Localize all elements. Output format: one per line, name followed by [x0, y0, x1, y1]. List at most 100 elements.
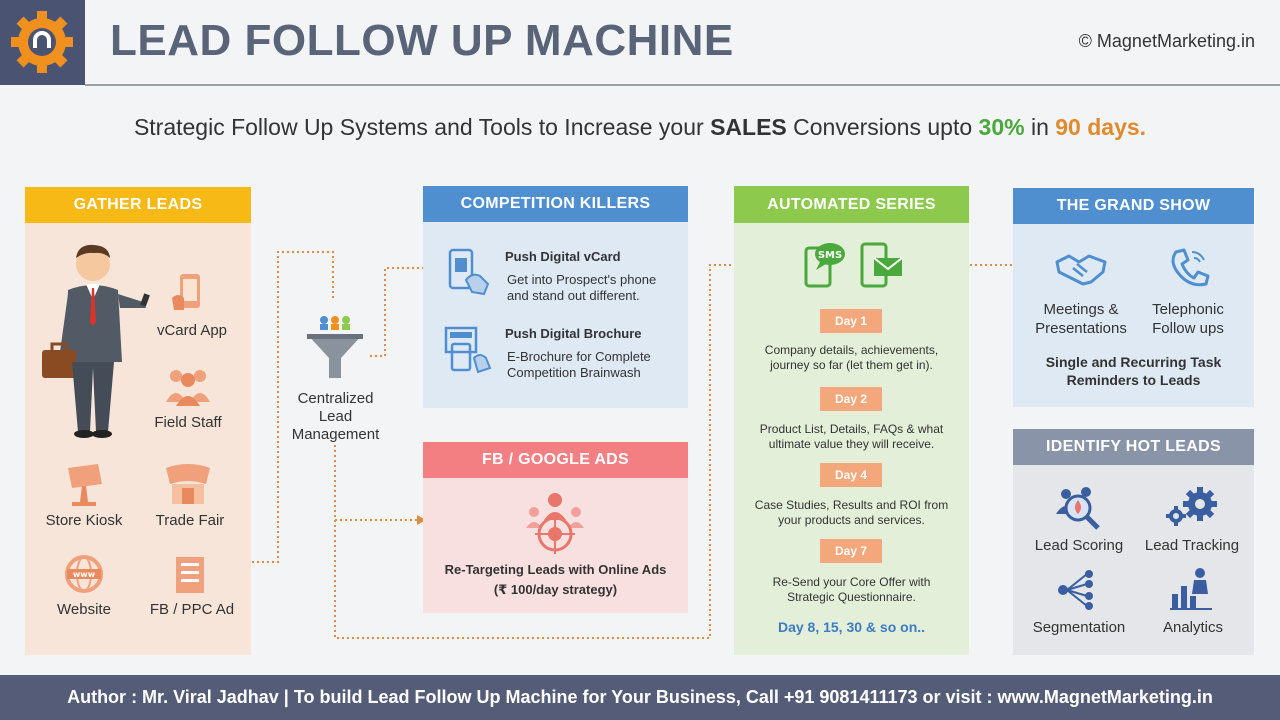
day-badge-2: Day 2: [820, 387, 882, 411]
grand-note-line1: Single and Recurring Task: [1045, 354, 1222, 370]
connector-funnel-ads: [334, 445, 418, 521]
day-7-desc: Re-Send your Core Offer with Strategic Q…: [734, 575, 969, 605]
grand-item1-line2: Presentations: [1035, 320, 1127, 337]
svg-text:www: www: [73, 570, 96, 579]
centralized-line3: Management: [291, 426, 380, 443]
grand-item2-line2: Follow ups: [1152, 320, 1224, 337]
day-1-line2: journey so far (let them get in).: [770, 358, 933, 372]
competition-item1-line1: Get into Prospect's phone: [507, 272, 657, 287]
ads-description: Re-Targeting Leads with Online Ads (₹ 10…: [423, 560, 688, 600]
website-icon: www: [65, 555, 103, 593]
grand-note-line2: Reminders to Leads: [1066, 372, 1201, 388]
grand-item-telephonic: Telephonic Follow ups: [1128, 300, 1248, 338]
subtitle-percent: 30%: [978, 114, 1025, 140]
day-4-line1: Case Studies, Results and ROI from: [754, 498, 949, 512]
footer: Author : Mr. Viral Jadhav | To build Lea…: [0, 675, 1280, 720]
grand-item1-line1: Meetings &: [1043, 301, 1119, 318]
telephone-icon: [1171, 248, 1210, 287]
gather-item-ppc-ad: FB / PPC Ad: [149, 601, 235, 618]
analytics-icon: [1170, 568, 1212, 610]
day-7-line2: Strategic Questionnaire.: [787, 590, 916, 604]
gather-item-vcard: vCard App: [156, 322, 228, 339]
handshake-icon: [1055, 254, 1107, 286]
lead-scoring-icon: [1056, 487, 1100, 530]
gather-item-website: Website: [57, 601, 111, 618]
email-phone-icon: [860, 242, 903, 288]
competition-item2-desc: E-Brochure for Complete Competition Brai…: [507, 349, 651, 381]
day-1-line1: Company details, achievements,: [764, 343, 939, 357]
competition-item1-heading: Push Digital vCard: [505, 249, 621, 264]
gather-leads-panel: [25, 220, 251, 655]
subtitle-part2: Conversions upto: [786, 114, 979, 140]
centralized-line1: Centralized: [297, 390, 374, 407]
digital-brochure-icon: [444, 326, 492, 374]
retargeting-icon: [526, 493, 584, 554]
competition-killers-panel: [423, 220, 688, 408]
automated-series-panel: [734, 221, 969, 655]
digital-vcard-icon: [448, 248, 490, 296]
gather-item-field-staff: Field Staff: [154, 414, 222, 431]
subtitle-days: 90 days.: [1055, 114, 1147, 140]
grand-show-title: THE GRAND SHOW: [1013, 188, 1254, 224]
day-more: Day 8, 15, 30 & so on..: [777, 619, 926, 635]
day-2-line1: Product List, Details, FAQs & what: [759, 422, 944, 436]
ads-line2: (₹ 100/day strategy): [493, 582, 618, 597]
sms-label: SMS: [818, 250, 842, 261]
day-badge-1: Day 1: [820, 309, 882, 333]
day-badge-4: Day 4: [820, 463, 882, 487]
subtitle-sales: SALES: [710, 114, 787, 140]
hot-item-analytics: Analytics: [1162, 619, 1224, 636]
hot-leads-title: IDENTIFY HOT LEADS: [1013, 429, 1254, 465]
competition-item1-desc: Get into Prospect's phone and stand out …: [507, 272, 656, 304]
automated-series-title: AUTOMATED SERIES: [734, 186, 969, 223]
grand-item-meetings: Meetings & Presentations: [1020, 300, 1142, 338]
subtitle-part1: Strategic Follow Up Systems and Tools to…: [133, 114, 711, 140]
connector-automated: [334, 264, 770, 639]
copyright: © MagnetMarketing.in: [1078, 31, 1255, 51]
day-badge-7: Day 7: [820, 539, 882, 563]
hot-item-lead-scoring: Lead Scoring: [1034, 537, 1124, 554]
store-kiosk-icon: [68, 464, 102, 506]
hot-item-lead-tracking: Lead Tracking: [1144, 537, 1240, 554]
businessman-icon: [42, 244, 150, 438]
subtitle: Strategic Follow Up Systems and Tools to…: [0, 114, 1280, 141]
segmentation-icon: [1058, 570, 1093, 610]
competition-item2-heading: Push Digital Brochure: [505, 326, 642, 341]
ads-title: FB / GOOGLE ADS: [423, 442, 688, 478]
ppc-ad-icon: [176, 557, 204, 593]
gather-item-store-kiosk: Store Kiosk: [45, 512, 123, 529]
lead-tracking-gear-icon: [1166, 487, 1217, 526]
hot-leads-panel: [1013, 463, 1254, 655]
gather-leads-title: GATHER LEADS: [25, 187, 251, 223]
logo: [0, 0, 85, 85]
competition-killers-title: COMPETITION KILLERS: [423, 186, 688, 222]
hot-item-segmentation: Segmentation: [1032, 619, 1126, 636]
day-2-desc: Product List, Details, FAQs & what ultim…: [734, 422, 969, 452]
funnel-icon: [307, 316, 363, 378]
connector-gather-funnel: [252, 251, 334, 563]
day-7-line1: Re-Send your Core Offer with: [772, 575, 931, 589]
centralized-line2: Lead: [318, 408, 353, 425]
competition-item1-line2: and stand out different.: [507, 288, 640, 303]
page-title: LEAD FOLLOW UP MACHINE: [110, 16, 734, 65]
vcard-app-icon: [172, 274, 200, 310]
sms-icon: SMS: [804, 243, 845, 288]
day-4-desc: Case Studies, Results and ROI from your …: [734, 498, 969, 528]
magnet-gear-icon: [11, 11, 73, 73]
trade-fair-icon: [166, 464, 210, 504]
gather-item-trade-fair: Trade Fair: [155, 512, 225, 529]
day-4-line2: your products and services.: [778, 513, 925, 527]
competition-item2-line2: Competition Brainwash: [507, 365, 641, 380]
field-staff-icon: [166, 370, 210, 406]
grand-note: Single and Recurring Task Reminders to L…: [1013, 353, 1254, 389]
centralized-lead-management: Centralized Lead Management: [278, 390, 393, 444]
day-2-line2: ultimate value they will receive.: [768, 437, 935, 451]
grand-item2-line1: Telephonic: [1152, 301, 1224, 318]
subtitle-part3: in: [1024, 114, 1056, 140]
day-1-desc: Company details, achievements, journey s…: [734, 343, 969, 373]
ads-line1: Re-Targeting Leads with Online Ads: [444, 562, 667, 577]
grand-show-panel: [1013, 222, 1254, 407]
connector-funnel-competition: [370, 267, 430, 357]
competition-item2-line1: E-Brochure for Complete: [507, 349, 651, 364]
